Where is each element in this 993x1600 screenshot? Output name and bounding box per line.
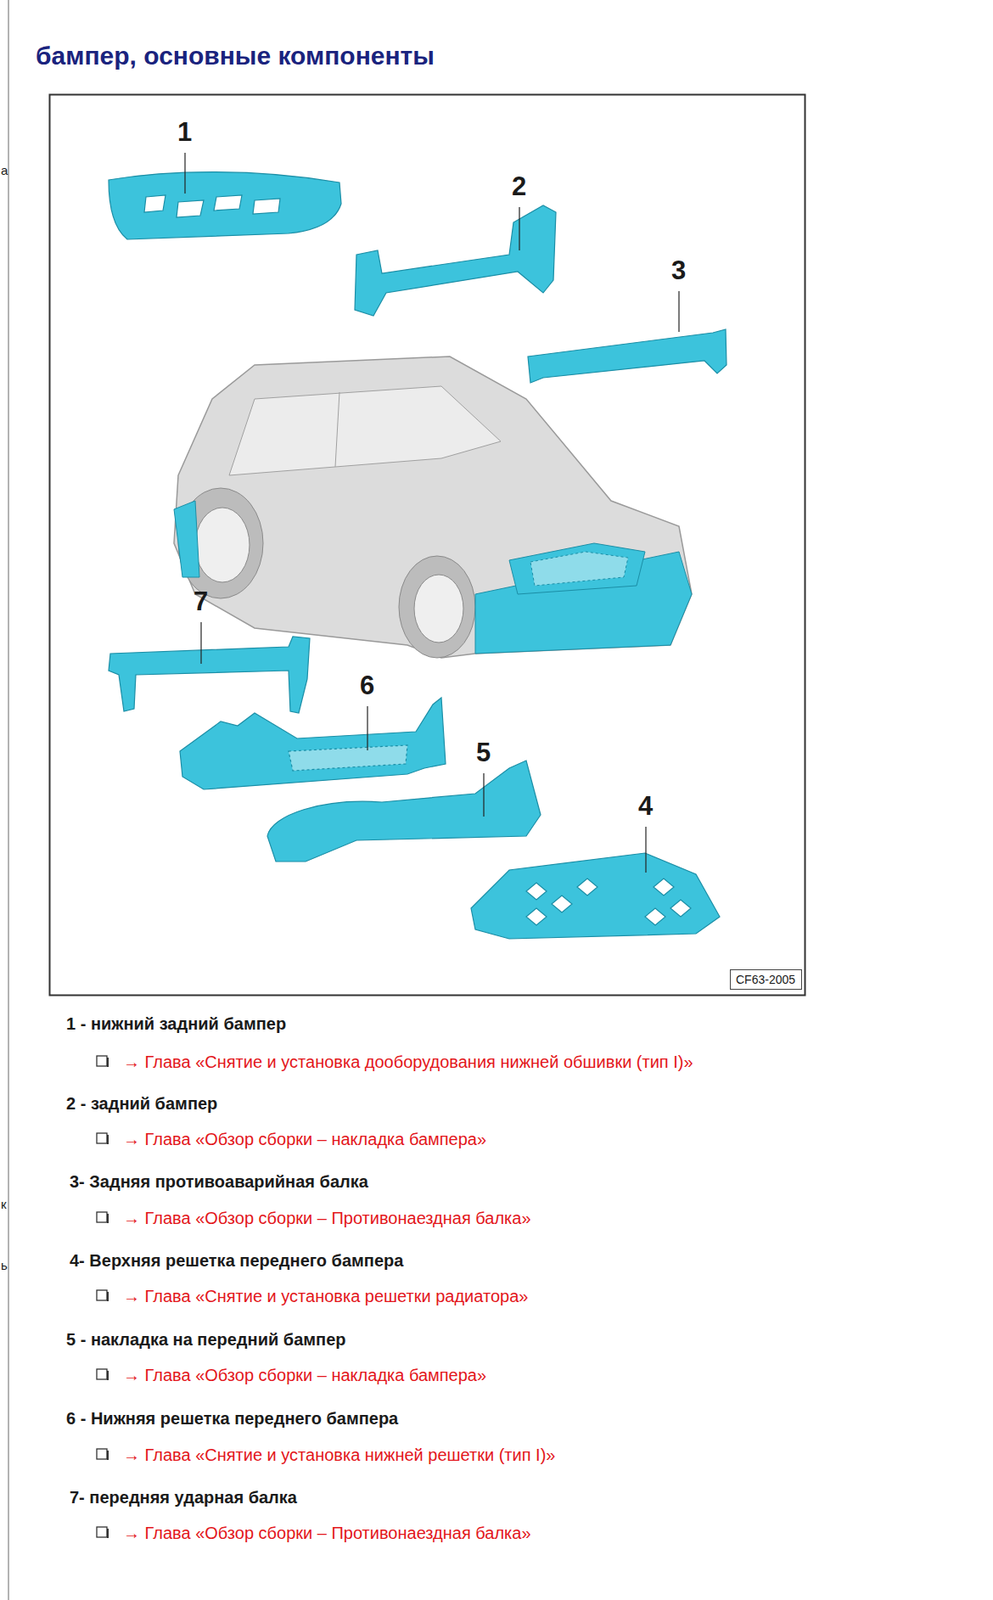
chapter-link: → Глава «Снятие и установка нижней решет…	[123, 1444, 556, 1465]
part-name: 2 - задний бампер	[66, 1093, 218, 1114]
upper-grille	[471, 852, 720, 939]
front-beam	[108, 636, 310, 713]
grille-diamonds	[526, 878, 691, 926]
chapter-link: → Глава «Обзор сборки – накладка бампера…	[123, 1364, 487, 1386]
callout-number: 4	[638, 790, 653, 822]
callout-number: 6	[359, 669, 375, 702]
callout-number: 1	[177, 116, 192, 148]
callout-number: 3	[671, 254, 686, 287]
chapter-link: → Глава «Обзор сборки – Противонаездная …	[123, 1522, 532, 1543]
callout-number: 5	[476, 736, 491, 769]
chapter-link: → Глава «Снятие и установка решетки ради…	[123, 1285, 528, 1307]
part-name: 1 - нижний задний бампер	[66, 1013, 287, 1034]
part-name: 5 - накладка на передний бампер	[66, 1329, 346, 1350]
part-name: 3- Задняя противоаварийная балка	[69, 1171, 369, 1192]
part-name: 4- Верхняя решетка переднего бампера	[69, 1250, 404, 1271]
bumper-cover	[267, 760, 541, 862]
page-title: бампер, основные компоненты	[35, 40, 435, 72]
margin-fragment: к	[0, 1196, 7, 1212]
margin-fragment: ь	[0, 1257, 8, 1274]
callout-number: 7	[193, 585, 208, 618]
rear-lower-bumper	[108, 172, 342, 240]
mesh	[288, 745, 408, 771]
checkboxes	[96, 1055, 108, 1538]
callout-number: 2	[511, 170, 527, 202]
figure-frame	[50, 95, 806, 996]
slots	[144, 195, 281, 218]
rear-beam	[527, 329, 727, 383]
part-name: 6 - Нижняя решетка переднего бампера	[66, 1408, 399, 1429]
figure-code: CF63-2005	[735, 972, 797, 987]
chapter-link: → Глава «Снятие и установка дооборудован…	[123, 1051, 694, 1072]
car	[173, 356, 692, 658]
part-name: 7- передняя ударная балка	[69, 1486, 298, 1508]
chapter-link: → Глава «Обзор сборки – накладка бампера…	[123, 1128, 487, 1150]
parts	[108, 172, 727, 939]
page-margin-line	[7, 0, 10, 1600]
leader-lines	[185, 152, 679, 873]
figure-code-box: CF63-2005	[729, 969, 803, 990]
chapter-link: → Глава «Обзор сборки – Противонаездная …	[123, 1207, 532, 1229]
margin-fragment: а	[0, 162, 8, 179]
lower-grille	[179, 697, 446, 790]
rear-bumper	[354, 205, 556, 316]
